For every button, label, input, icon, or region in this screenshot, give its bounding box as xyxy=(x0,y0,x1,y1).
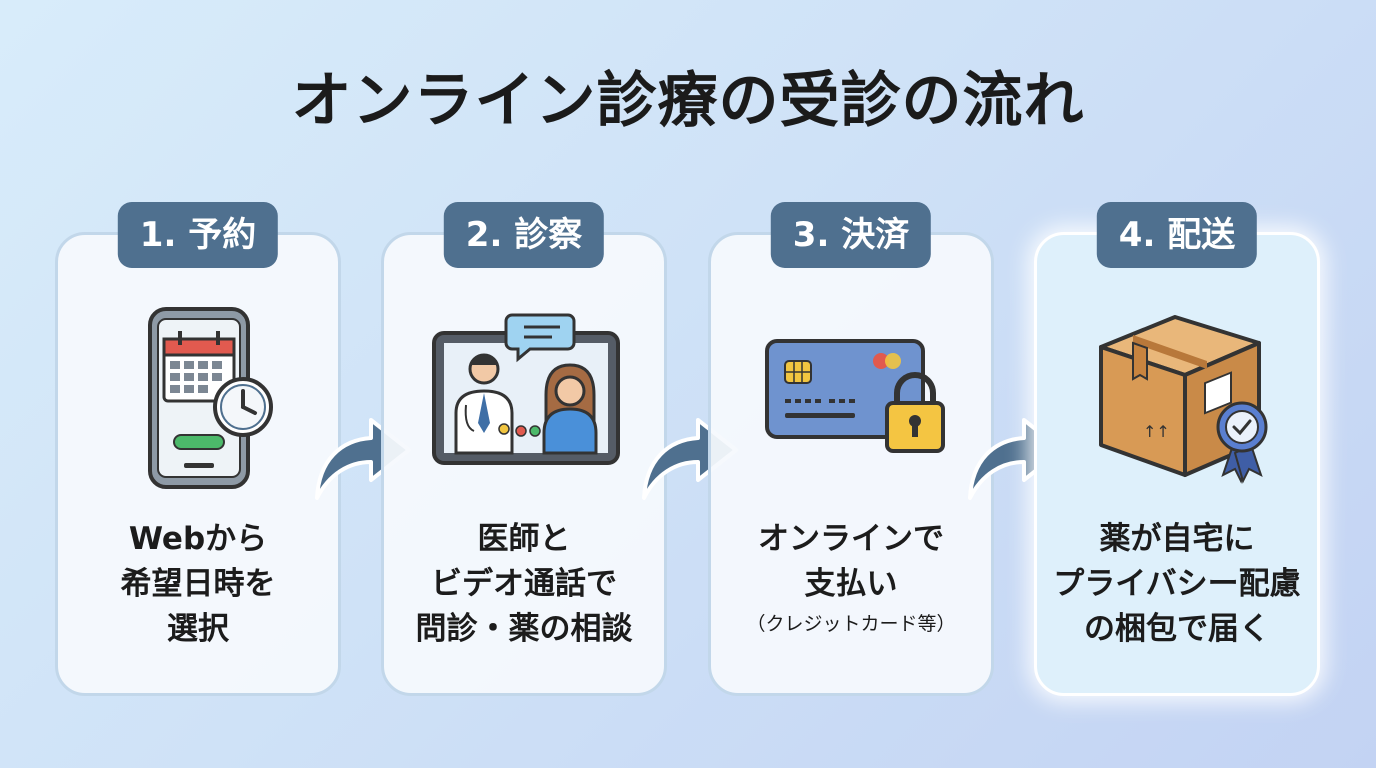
step-description-note: （クレジットカード等） xyxy=(746,613,956,635)
step-badge: 4. 配送 xyxy=(1096,202,1258,268)
package-badge-icon: ↑↑ xyxy=(1099,315,1268,484)
step-description-line: の梱包で届く xyxy=(1084,611,1270,647)
step-description-line: 選択 xyxy=(167,611,229,647)
step-description: 薬が自宅に プライバシー配慮 の梱包で届く xyxy=(1037,517,1317,652)
step-description: 医師と ビデオ通話で 問診・薬の相談 xyxy=(384,517,664,652)
step-description-line: Webから xyxy=(128,521,268,557)
step-description: オンラインで 支払い （クレジットカード等） xyxy=(711,517,991,641)
step-description-line: 問診・薬の相談 xyxy=(415,611,633,647)
step-card-delivery: 4. 配送 ↑↑ 薬が自宅に プライバシー配慮 の梱包で届く xyxy=(1034,202,1320,696)
step-description: Webから 希望日時を 選択 xyxy=(58,517,338,652)
step-description-line: オンラインで xyxy=(758,521,944,557)
step-description-line: 医師と xyxy=(477,521,571,557)
step-description-line: ビデオ通話で xyxy=(431,566,617,602)
svg-text:↑↑: ↑↑ xyxy=(1143,422,1170,441)
step-description-line: プライバシー配慮 xyxy=(1053,566,1301,602)
credit-card-padlock-icon xyxy=(765,339,945,453)
step-card-reservation: 1. 予約 Webから 希望日時を 選択 xyxy=(55,202,341,696)
video-consultation-doctor-patient-icon xyxy=(432,313,620,465)
step-card-payment: 3. 決済 オンラインで 支払い （クレジットカード等） xyxy=(708,202,994,696)
smartphone-calendar-clock-icon xyxy=(148,307,273,489)
step-badge: 2. 診察 xyxy=(443,202,605,268)
step-card-consultation: 2. 診察 医師と ビデオ通話で 問診・薬の相談 xyxy=(381,202,667,696)
step-description-line: 希望日時を xyxy=(120,566,276,602)
step-badge: 3. 決済 xyxy=(770,202,932,268)
step-badge: 1. 予約 xyxy=(117,202,279,268)
step-description-line: 薬が自宅に xyxy=(1099,521,1255,557)
step-description-line: 支払い xyxy=(804,566,898,602)
page-title: オンライン診療の受診の流れ xyxy=(291,66,1085,136)
